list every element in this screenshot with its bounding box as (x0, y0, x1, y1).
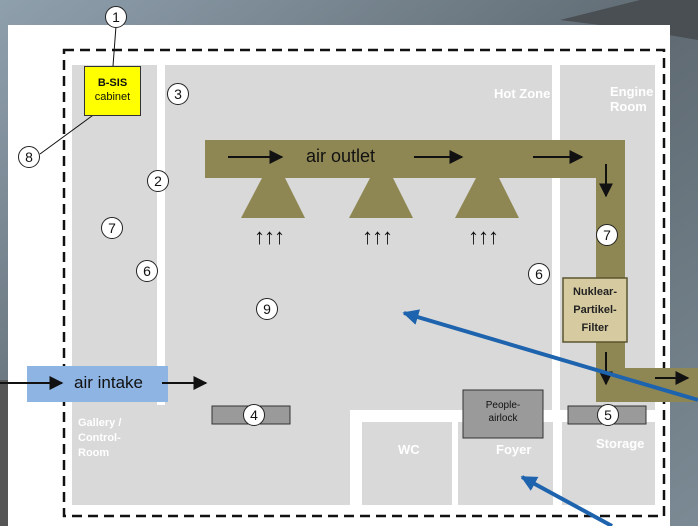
marker-6-left: 6 (136, 260, 158, 282)
marker-2: 2 (147, 170, 169, 192)
gallery-label-line1: Gallery / (78, 417, 122, 429)
filter-label-line3: Filter (581, 322, 609, 334)
filter-label-line1: Nuklear- (572, 286, 618, 298)
marker-3: 3 (167, 83, 189, 105)
marker-9: 9 (256, 298, 278, 320)
gallery-label: Gallery / Control- Room (78, 416, 121, 461)
outlet-duct-vertical (596, 140, 625, 402)
cabinet-leader-8 (39, 112, 97, 155)
marker-8: 8 (18, 146, 40, 168)
engine-room-label-line1: Engine (610, 84, 654, 99)
marker-7-left: 7 (101, 217, 123, 239)
wc-room (362, 422, 452, 505)
air-outlet-label: air outlet (306, 146, 376, 166)
cabinet-label-line1: B-SIS (97, 77, 128, 89)
hood-3 (455, 178, 519, 218)
gallery-label-line2: Control- (78, 432, 121, 444)
airlock-label-line1: People- (485, 400, 521, 411)
marker-4: 4 (243, 404, 265, 426)
airlock-label-line2: airlock (488, 413, 518, 424)
storage-room (562, 422, 655, 505)
airlock-label: People- airlock (463, 399, 543, 425)
storage-label: Storage (596, 436, 645, 451)
cabinet-leader-1 (112, 25, 117, 67)
marker-6-right: 6 (528, 263, 550, 285)
hot-zone-label: Hot Zone (494, 86, 551, 101)
marker-7-right: 7 (596, 224, 618, 246)
hood-3-intake-arrows: ↑↑↑ (468, 224, 499, 249)
filter-box (562, 277, 628, 343)
b-sis-cabinet: B-SIS cabinet (84, 66, 141, 116)
air-intake-label: air intake (74, 373, 143, 392)
building-boundary (62, 48, 666, 518)
outlet-duct-horizontal (205, 140, 625, 178)
marker-1: 1 (105, 6, 127, 28)
filter-label-line2: Partikel- (573, 304, 617, 316)
engine-room-label-line2: Room (610, 99, 647, 114)
gallery-room (72, 405, 350, 505)
marker-5: 5 (597, 404, 619, 426)
gallery-label-line3: Room (78, 447, 110, 459)
hood-2 (349, 178, 413, 218)
cabinet-label-line2: cabinet (94, 91, 131, 103)
hood-1-intake-arrows: ↑↑↑ (254, 224, 285, 249)
engine-room-label: Engine Room (610, 84, 653, 114)
pointer-arrow-foyer (520, 475, 613, 526)
filter-label: Nuklear- Partikel- Filter (563, 283, 627, 337)
people-airlock-box (462, 389, 544, 439)
foyer-label: Foyer (496, 442, 532, 457)
wc-label: WC (398, 442, 420, 457)
hood-2-intake-arrows: ↑↑↑ (362, 224, 393, 249)
main-hall (165, 65, 552, 410)
hood-1 (241, 178, 305, 218)
pointer-arrow-hall (402, 309, 698, 402)
